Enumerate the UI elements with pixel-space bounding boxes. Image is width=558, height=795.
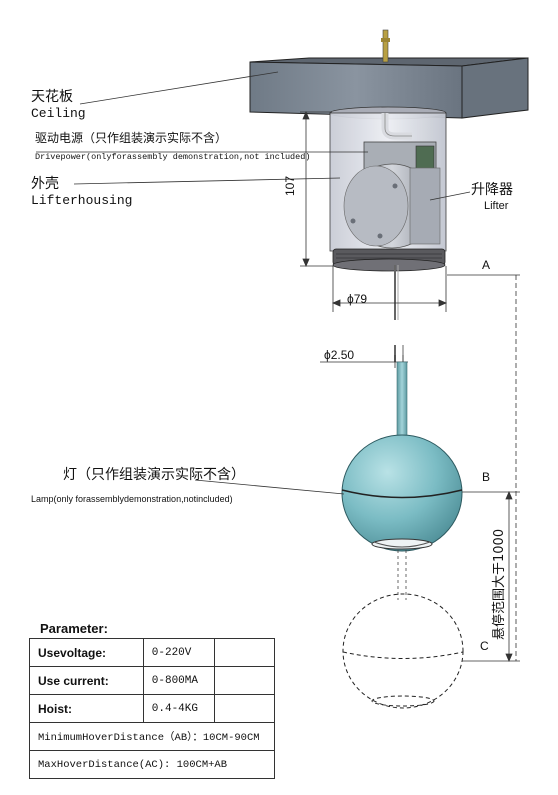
table-row: Use current: 0-800MA bbox=[29, 666, 275, 695]
param-max-hover: MaxHoverDistance(AC): 100CM+AB bbox=[29, 750, 275, 779]
label-housing-cn: 外壳 bbox=[31, 176, 59, 192]
param-value: 0.4-4KG bbox=[142, 694, 215, 723]
point-c: C bbox=[480, 639, 489, 653]
parameter-title: Parameter: bbox=[40, 621, 108, 636]
param-key: Hoist: bbox=[29, 694, 144, 723]
param-empty bbox=[213, 666, 275, 695]
hover-dimension bbox=[447, 274, 520, 663]
dim-rod-label: ϕ2.50 bbox=[324, 348, 355, 362]
label-ceiling-en: Ceiling bbox=[31, 106, 86, 121]
dim-height-label: 107 bbox=[283, 175, 297, 196]
parameter-table: Usevoltage: 0-220V Use current: 0-800MA … bbox=[29, 638, 275, 779]
label-lifter-en: Lifter bbox=[484, 200, 509, 212]
point-a: A bbox=[482, 258, 491, 272]
param-empty bbox=[213, 638, 275, 667]
table-row: MaxHoverDistance(AC): 100CM+AB bbox=[29, 750, 275, 779]
param-value: 0-800MA bbox=[142, 666, 215, 695]
dimension-height bbox=[300, 110, 334, 268]
label-lamp-cn: 灯（只作组装演示实际不含） bbox=[63, 467, 245, 483]
param-empty bbox=[213, 694, 275, 723]
leader-lines bbox=[36, 71, 471, 495]
label-housing-en: Lifterhousing bbox=[31, 193, 133, 208]
table-row: Hoist: 0.4-4KG bbox=[29, 694, 275, 723]
ceiling-block bbox=[249, 29, 529, 119]
lifter-housing bbox=[329, 106, 447, 272]
label-lamp-en: Lamp(only forassemblydemonstration,notin… bbox=[31, 494, 233, 504]
lamp-upper bbox=[341, 361, 463, 552]
param-key: Usevoltage: bbox=[29, 638, 144, 667]
table-row: MinimumHoverDistance（AB）：10CM-90CM bbox=[29, 722, 275, 751]
label-lifter-cn: 升降器 bbox=[471, 182, 513, 198]
label-ceiling-cn: 天花板 bbox=[31, 89, 73, 105]
param-min-hover: MinimumHoverDistance（AB）：10CM-90CM bbox=[29, 722, 275, 751]
table-row: Usevoltage: 0-220V bbox=[29, 638, 275, 667]
param-value: 0-220V bbox=[142, 638, 215, 667]
dim-diameter-label: ϕ79 bbox=[347, 292, 368, 306]
lamp-lower bbox=[342, 593, 464, 709]
point-b: B bbox=[482, 470, 491, 484]
dimension-diameter bbox=[331, 266, 448, 312]
param-key: Use current: bbox=[29, 666, 144, 695]
hover-path bbox=[397, 550, 407, 600]
label-drivepower-en: Drivepower(onlyforassembly demonstration… bbox=[35, 152, 311, 162]
hover-range-label: 悬停范围大于1000 bbox=[492, 528, 507, 640]
label-drivepower-cn: 驱动电源（只作组装演示实际不含） bbox=[35, 131, 228, 145]
